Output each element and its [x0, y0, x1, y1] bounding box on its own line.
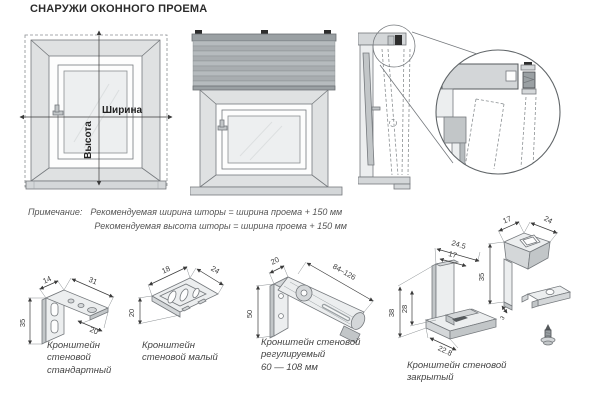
- mounting-clip: [521, 285, 572, 309]
- dim-height: 20: [127, 309, 136, 317]
- dim-height: 50: [245, 310, 254, 318]
- figure-window-measurements: Ширина Высота: [19, 30, 173, 190]
- dim-cap-foot: 3: [500, 315, 507, 322]
- dim-base-depth: 22.8: [437, 344, 454, 358]
- dim-top: 20: [269, 255, 280, 267]
- pleated-blind: [192, 40, 336, 91]
- page-title: СНАРУЖИ ОКОННОГО ПРОЕМА: [30, 3, 208, 15]
- cap-dimensions: 17 24 35 3: [477, 214, 559, 322]
- width-label: Ширина: [102, 105, 142, 116]
- dim-top: 18: [160, 264, 171, 276]
- adjustment-screw: [540, 324, 556, 346]
- figure-bracket-adjustable: 20 84–126 50: [245, 255, 375, 344]
- wall-section: [358, 32, 411, 190]
- window-sill: [25, 180, 167, 190]
- dim-cap-height: 35: [477, 273, 486, 281]
- dim-top: 14: [41, 274, 52, 286]
- dim-height: 35: [18, 319, 27, 327]
- bracket-cap-part: [502, 232, 552, 311]
- bracket-body: [269, 276, 366, 344]
- figure-bracket-small: 18 24 20: [127, 264, 225, 325]
- window-frame: [30, 39, 161, 182]
- magnifier-callout-lines: [372, 24, 481, 164]
- window-handle: [217, 119, 228, 131]
- window-frame: [199, 89, 329, 188]
- caption-bracket-closed: Кронштейн стеновой закрытый: [407, 360, 507, 384]
- bracket-base-part: [424, 259, 498, 340]
- dim-cap-depth: 24: [542, 214, 554, 226]
- width-dimension-arrow: Ширина: [19, 105, 173, 120]
- figure-side-section-detail: [358, 24, 561, 190]
- dim-base-top: 24.5: [450, 238, 467, 251]
- bracket-dimensions: 14 31 35 20: [18, 274, 115, 345]
- note: Примечание: Рекомендуемая ширина шторы =…: [28, 206, 347, 233]
- mounting-brackets-top: [195, 30, 331, 34]
- caption-bracket-standard: Кронштейн стеновой стандартный: [47, 340, 112, 376]
- figure-window-with-blind: [190, 30, 343, 196]
- height-dimension-arrow: Высота: [83, 30, 102, 186]
- height-label: Высота: [83, 121, 94, 159]
- dim-depth: 20: [88, 325, 99, 336]
- dim-side: 24: [209, 264, 221, 276]
- bracket-dimensions: 18 24 20: [127, 264, 225, 325]
- caption-bracket-small: Кронштейн стеновой малый: [142, 340, 218, 364]
- note-label: Примечание:: [28, 207, 83, 217]
- bracket-body: [151, 277, 219, 318]
- dim-outer-height: 38: [387, 309, 396, 317]
- dim-plate-top: 17: [447, 249, 457, 260]
- dim-inner-height: 28: [400, 305, 409, 313]
- window-sill: [190, 186, 343, 196]
- note-line-2: Рекомендуемая высота шторы = ширина прое…: [94, 220, 347, 231]
- bracket-body: [41, 289, 110, 345]
- figure-bracket-closed: 24.5 17 28 38 22.8 17: [387, 214, 572, 358]
- note-line-1: Рекомендуемая ширина шторы = ширина прое…: [90, 207, 343, 217]
- caption-bracket-adjustable: Кронштейн стеновой регулируемый 60 — 108…: [261, 337, 361, 373]
- dim-flange: 31: [87, 275, 98, 287]
- magnifier-circle: [435, 49, 561, 175]
- dim-cap-width: 17: [501, 214, 512, 226]
- figure-bracket-standard: 14 31 35 20: [18, 274, 115, 345]
- blind-headrail: [191, 33, 337, 42]
